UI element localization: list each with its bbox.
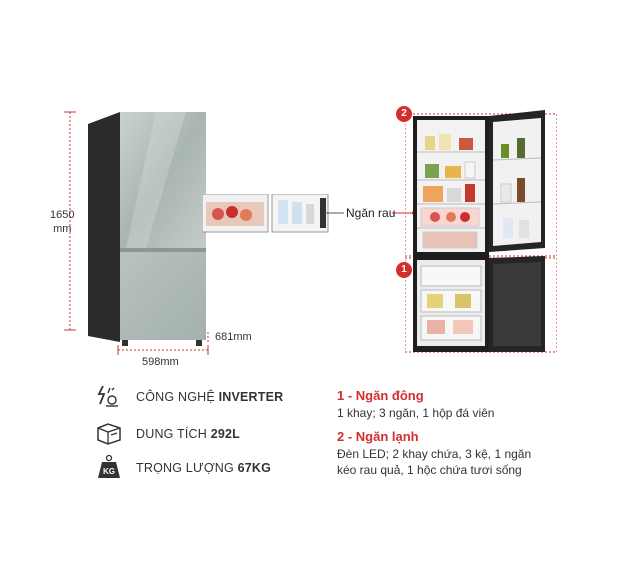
compartment-freezer-title: 1 - Ngăn đông xyxy=(337,388,424,403)
width-dimension: 598mm xyxy=(142,356,179,368)
crisper-label: Ngăn rau xyxy=(346,206,396,220)
fridge-closed-image xyxy=(88,112,206,346)
weight-icon: KG xyxy=(98,454,120,478)
capacity-icon xyxy=(97,423,121,445)
compartment-freezer-desc: 1 khay; 3 ngăn, 1 hộp đá viên xyxy=(337,406,495,420)
spec-inverter-label: CÔNG NGHỆ INVERTER xyxy=(136,390,284,404)
inverter-icon xyxy=(97,385,118,407)
compartment-fridge-desc-line2: kéo rau quả, 1 hộc chứa tươi sống xyxy=(337,463,522,477)
spec-capacity-label: DUNG TÍCH 292L xyxy=(136,427,240,441)
compartment-fridge-desc-line1: Đèn LED; 2 khay chứa, 3 kệ, 1 ngăn xyxy=(337,447,532,461)
freezer-compartment-badge: 1 xyxy=(396,262,412,278)
svg-text:KG: KG xyxy=(103,467,115,476)
compartment-fridge-title: 2 - Ngăn lạnh xyxy=(337,429,419,444)
crisper-detail-image xyxy=(202,194,329,233)
fridge-compartment-badge: 2 xyxy=(396,106,412,122)
compartment-fridge-info: 2 - Ngăn lạnh Đèn LED; 2 khay chứa, 3 kệ… xyxy=(337,429,531,478)
compartment-freezer-info: 1 - Ngăn đông 1 khay; 3 ngăn, 1 hộp đá v… xyxy=(337,388,494,421)
height-dimension: 1650 mm xyxy=(50,209,75,235)
spec-weight-label: TRỌNG LƯỢNG 67KG xyxy=(136,461,272,475)
depth-dimension: 681mm xyxy=(215,331,252,343)
fridge-open-image xyxy=(405,110,557,353)
